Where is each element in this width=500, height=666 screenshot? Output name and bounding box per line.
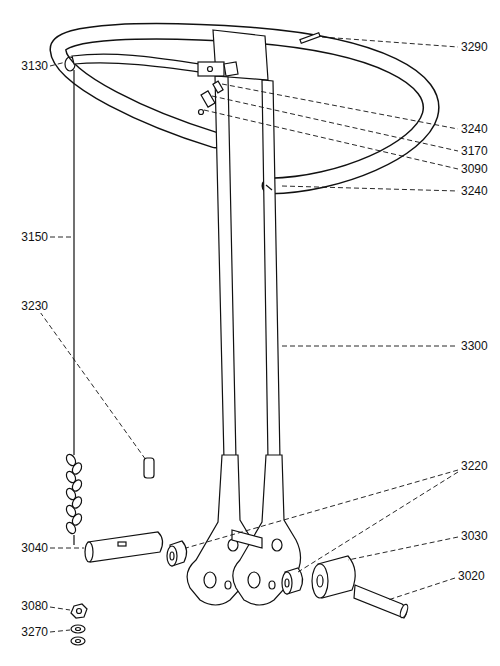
- callout-number: 3230: [20, 299, 49, 313]
- bottom-plates: [187, 455, 300, 605]
- chain-link: [65, 453, 78, 467]
- shaft-bars: [215, 76, 280, 460]
- small-pins: [199, 33, 321, 115]
- chain-link: [65, 470, 78, 484]
- axle-pin: [85, 532, 163, 562]
- callout-number: 3080: [20, 599, 49, 613]
- callout-number: 3220: [460, 459, 489, 473]
- release-lever: [72, 54, 238, 76]
- callout-number: 3300: [460, 339, 489, 353]
- callout-number: 3150: [20, 230, 49, 244]
- rod: [354, 585, 409, 619]
- chain-link: [65, 487, 78, 501]
- chain-links: [65, 453, 84, 535]
- callout-number: 3290: [460, 40, 489, 54]
- chain-link: [71, 512, 84, 526]
- chain-link: [65, 521, 78, 535]
- chain-link: [71, 478, 84, 492]
- leader-lines: [40, 37, 458, 632]
- chain-cable: [73, 70, 74, 455]
- roller: [312, 556, 355, 598]
- nut-and-washers: [71, 604, 87, 645]
- chain-pin: [144, 458, 154, 478]
- callout-number: 3240: [460, 184, 489, 198]
- callout-number: 3020: [457, 569, 486, 583]
- callout-number: 3270: [20, 625, 49, 639]
- callout-number: 3040: [20, 541, 49, 555]
- callout-number: 3170: [460, 144, 489, 158]
- chain-link: [65, 504, 78, 518]
- callout-number: 3130: [20, 59, 49, 73]
- chain-link: [71, 461, 84, 475]
- bushings: [167, 541, 303, 594]
- chain-link: [71, 495, 84, 509]
- callout-number: 3090: [460, 162, 489, 176]
- chain-end: [73, 535, 74, 545]
- callout-number: 3030: [460, 529, 489, 543]
- callout-number: 3240: [460, 122, 489, 136]
